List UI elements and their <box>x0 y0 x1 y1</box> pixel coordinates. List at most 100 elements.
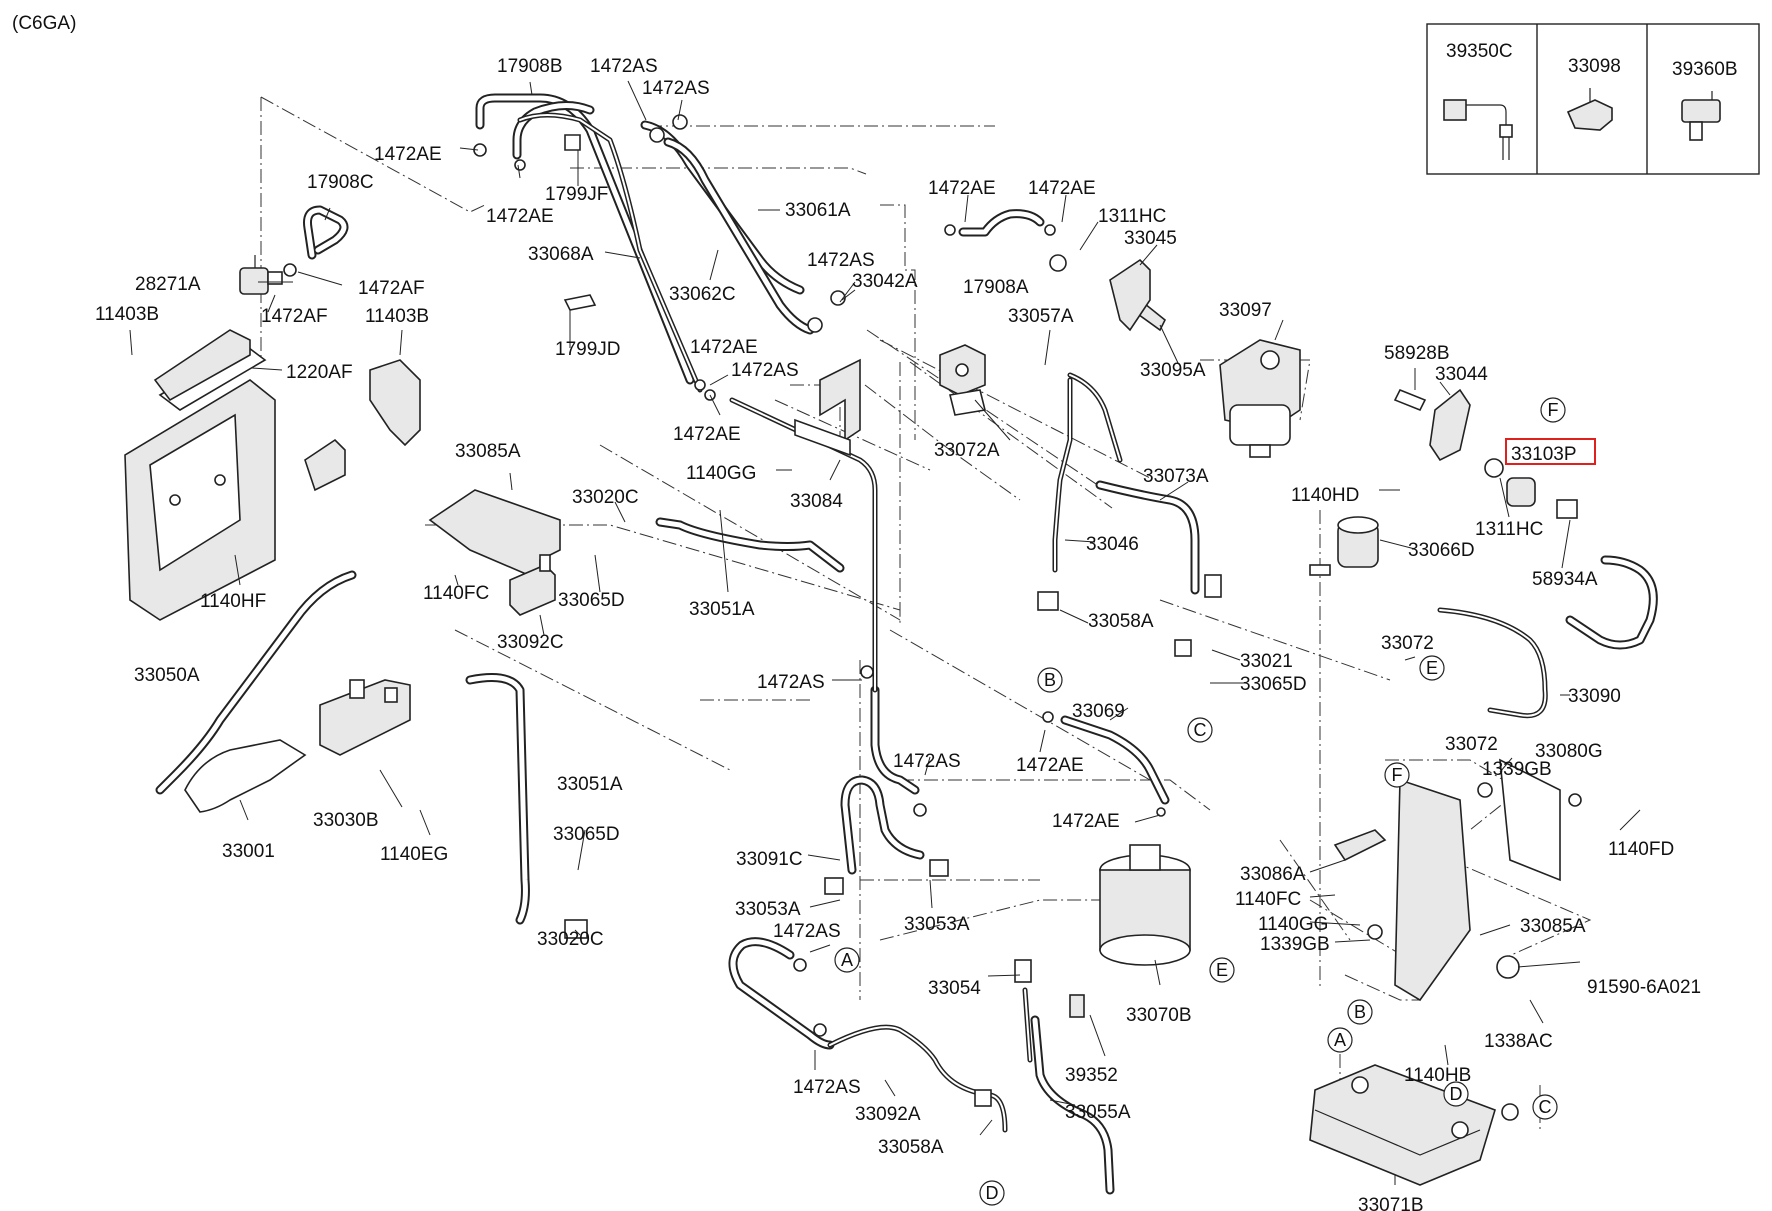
svg-text:D: D <box>986 1183 999 1203</box>
ref-circle-C-1: C <box>1187 717 1213 743</box>
label-33054: 33054 <box>928 978 981 999</box>
label-11403B-b: 11403B <box>365 306 429 327</box>
label-33021: 33021 <box>1240 651 1293 672</box>
label-33085A-b: 33085A <box>1520 916 1586 937</box>
label-33065D-a: 33065D <box>558 590 625 611</box>
label-1140GG-a: 1140GG <box>686 463 756 484</box>
label-33095A: 33095A <box>1140 360 1206 381</box>
label-33103P: 33103P <box>1511 444 1577 465</box>
label-33045: 33045 <box>1124 228 1177 249</box>
label-33044: 33044 <box>1435 364 1488 385</box>
label-1472AE-a: 1472AE <box>374 144 442 165</box>
filter-33070B <box>1099 844 1191 966</box>
label-1472AE-b: 1472AE <box>486 206 554 227</box>
gasket-33080G <box>1499 758 1561 882</box>
label-33072A: 33072A <box>934 440 1000 461</box>
label-1311HC-b: 1311HC <box>1475 519 1543 540</box>
hose-33103P <box>1506 477 1536 507</box>
svg-text:F: F <box>1392 765 1403 785</box>
label-1799JD: 1799JD <box>555 339 621 360</box>
pump-33066D <box>1309 516 1379 576</box>
label-1472AF-a: 1472AF <box>358 278 425 299</box>
label-1339GB-b: 1339GB <box>1260 934 1330 955</box>
label-1140EG: 1140EG <box>380 844 448 865</box>
ref-circle-B-1: B <box>1037 667 1063 693</box>
label-1472AE-f: 1472AE <box>1028 178 1096 199</box>
label-1472AS-f: 1472AS <box>893 751 961 772</box>
label-1140HD: 1140HD <box>1291 485 1359 506</box>
label-91590: 91590-6A021 <box>1587 977 1701 998</box>
label-33092C: 33092C <box>497 632 564 653</box>
label-39352: 39352 <box>1065 1065 1118 1086</box>
label-1472AS-e: 1472AS <box>757 672 825 693</box>
label-33057A: 33057A <box>1008 306 1074 327</box>
label-33053A-b: 33053A <box>904 914 970 935</box>
label-33058A-b: 33058A <box>878 1137 944 1158</box>
fuel-filter-33097 <box>1219 339 1301 458</box>
label-1472AE-g: 1472AE <box>1016 755 1084 776</box>
label-1220AF: 1220AF <box>286 362 353 383</box>
label-33097: 33097 <box>1219 300 1272 321</box>
bracket-33044 <box>1429 388 1471 462</box>
metal-tubes <box>517 112 1548 1133</box>
bracket-icon <box>1566 88 1613 131</box>
label-33065D-c: 33065D <box>553 824 620 845</box>
label-33071B: 33071B <box>1358 1195 1424 1211</box>
label-1311HC-a: 1311HC <box>1098 206 1166 227</box>
svg-text:B: B <box>1044 670 1056 690</box>
oxygen-sensor-icon <box>1443 99 1513 160</box>
label-33050A: 33050A <box>134 665 200 686</box>
ref-circle-D-1: D <box>979 1180 1005 1206</box>
label-1472AE-d: 1472AE <box>673 424 741 445</box>
label-1140HF: 1140HF <box>200 591 266 612</box>
clamp-91590 <box>1496 955 1520 979</box>
sensor-icon <box>1681 91 1721 141</box>
bracket-33085A-right <box>1394 778 1471 1002</box>
svg-text:C: C <box>1539 1097 1552 1117</box>
svg-text:E: E <box>1426 658 1438 678</box>
label-33068A: 33068A <box>528 244 594 265</box>
label-33055A: 33055A <box>1065 1102 1131 1123</box>
ref-circle-D-2: D <box>1443 1081 1469 1107</box>
highlight-box <box>1505 438 1596 465</box>
label-1472AE-c: 1472AE <box>690 337 758 358</box>
bracket-33086A <box>1333 829 1387 862</box>
label-33046: 33046 <box>1086 534 1139 555</box>
bracket-side <box>369 359 421 447</box>
connection-lines <box>244 96 1592 1130</box>
ref-circle-A-1: A <box>834 947 860 973</box>
svg-text:B: B <box>1354 1002 1366 1022</box>
label-33020C-b: 33020C <box>537 929 604 950</box>
inset-label-2: 33098 <box>1568 56 1621 77</box>
label-1472AS-b: 1472AS <box>642 78 710 99</box>
ref-circle-B-2: B <box>1347 999 1373 1025</box>
label-1472AS-g: 1472AS <box>773 921 841 942</box>
label-33092A: 33092A <box>855 1104 921 1125</box>
label-1472AE-h: 1472AE <box>1052 811 1120 832</box>
valve-33092C <box>509 554 556 616</box>
label-33091C: 33091C <box>736 849 803 870</box>
label-17908A: 17908A <box>963 277 1029 298</box>
label-1472AS-a: 1472AS <box>590 56 658 77</box>
label-1140FC-b: 1140FC <box>1235 889 1301 910</box>
fuel-manifold-33030B <box>319 679 411 756</box>
label-33073A: 33073A <box>1143 466 1209 487</box>
label-33066D: 33066D <box>1408 540 1475 561</box>
label-33062C: 33062C <box>669 284 736 305</box>
label-58934A: 58934A <box>1532 569 1598 590</box>
part-labels: 17908B 1472AS 1472AS 1472AE 1472AE 1799J… <box>95 56 1701 1211</box>
label-1472AF-b: 1472AF <box>261 306 328 327</box>
label-33030B: 33030B <box>313 810 379 831</box>
svg-text:E: E <box>1216 960 1228 980</box>
label-33086A: 33086A <box>1240 864 1306 885</box>
label-33084: 33084 <box>790 491 843 512</box>
ref-circle-A-2: A <box>1327 1027 1353 1053</box>
bracket-33045 <box>1109 258 1151 332</box>
bracket-upper <box>153 329 251 402</box>
leader-lines <box>129 80 1641 1185</box>
ref-circle-F-1: F <box>1540 397 1566 423</box>
svg-text:C: C <box>1194 720 1207 740</box>
label-1472AS-h: 1472AS <box>793 1077 861 1098</box>
label-1338AC: 1338AC <box>1484 1031 1553 1052</box>
inset-box: 39350C 33098 39360B <box>1426 23 1760 175</box>
